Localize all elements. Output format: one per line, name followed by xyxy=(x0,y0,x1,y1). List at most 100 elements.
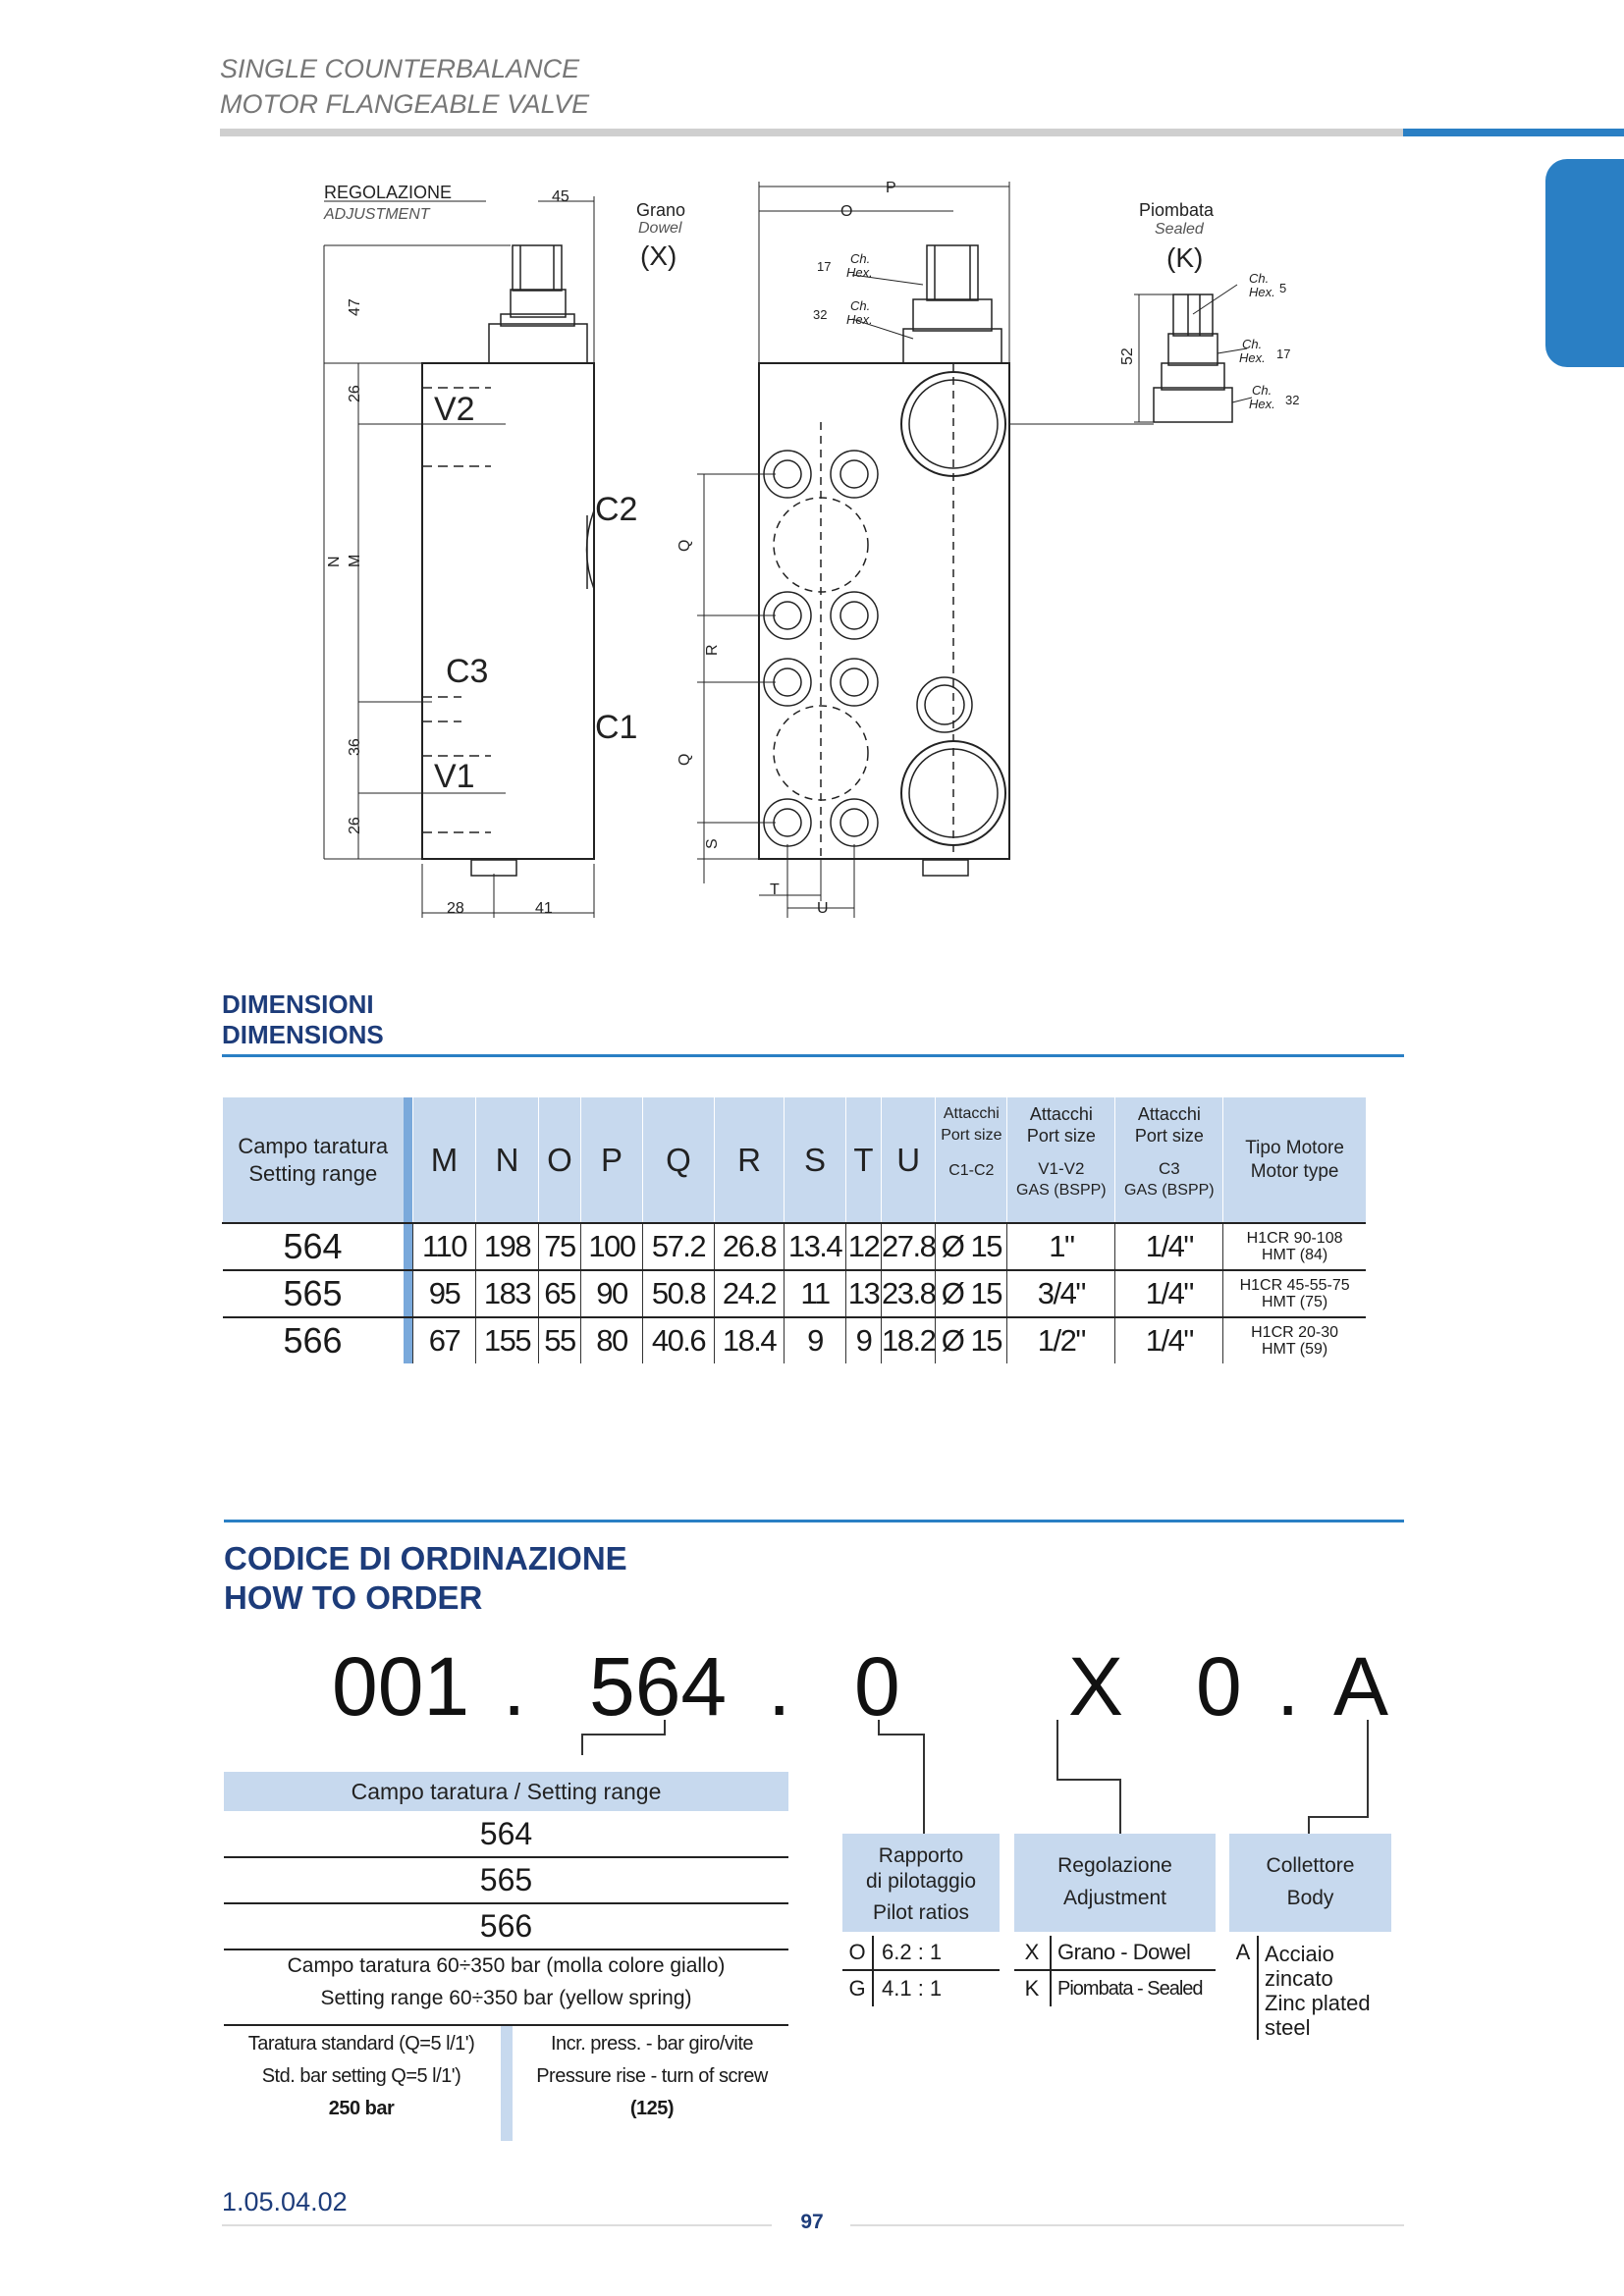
range-note: Campo taratura 60÷350 bar (molla colore … xyxy=(224,1949,788,2014)
adjust-value: Grano - Dowel xyxy=(1057,1940,1191,1964)
dim-o: O xyxy=(840,203,852,220)
header-c3-a: Attacchi xyxy=(1137,1104,1201,1124)
row-range: 565 xyxy=(222,1270,404,1318)
header-v1v2: Attacchi Port size V1-V2 GAS (BSPP) xyxy=(1006,1097,1115,1223)
pressure-rise-it: Incr. press. - bar giro/vite xyxy=(550,2033,754,2055)
label-piombata: Piombata xyxy=(1139,200,1215,220)
cell-c1c2: Ø 15 xyxy=(935,1222,1007,1271)
header-s: S xyxy=(784,1097,846,1223)
connector xyxy=(923,1734,925,1834)
label-adjustment: ADJUSTMENT xyxy=(323,206,431,223)
adjust-value: Piombata - Sealed xyxy=(1057,1978,1204,2000)
order-title: CODICE DI ORDINAZIONE HOW TO ORDER xyxy=(224,1539,627,1618)
screw-nut xyxy=(512,244,563,292)
header-c3-b: Port size xyxy=(1134,1126,1204,1146)
body-box-title: Collettore Body xyxy=(1229,1834,1391,1932)
adjust-key: X xyxy=(1014,1936,1052,1969)
ch-1: Ch. xyxy=(850,251,870,266)
cell-m: 95 xyxy=(412,1270,476,1318)
cell-q: 50.8 xyxy=(642,1270,715,1318)
connector xyxy=(1119,1779,1121,1834)
body-value: Acciaio zincato Zinc plated steel xyxy=(1257,1936,1371,2040)
label-regolazione: REGOLAZIONE xyxy=(324,183,452,202)
dim-45: 45 xyxy=(552,188,569,205)
header-t: T xyxy=(845,1097,882,1223)
ch-2: Ch. xyxy=(850,298,870,313)
std-setting: Taratura standard (Q=5 l/1') Std. bar se… xyxy=(224,2028,499,2125)
header-c3-d: GAS (BSPP) xyxy=(1124,1182,1215,1199)
code-dot-2: . xyxy=(768,1640,791,1733)
dim-q-1: Q xyxy=(677,540,693,552)
dim-26-b: 26 xyxy=(347,817,363,834)
cell-v1v2: 3/4" xyxy=(1006,1270,1115,1318)
body-title-2: Body xyxy=(1286,1887,1334,1909)
cell-s: 11 xyxy=(784,1270,846,1318)
range-divider xyxy=(224,2024,788,2026)
cell-s: 13.4 xyxy=(784,1222,846,1271)
range-box-title: Campo taratura / Setting range xyxy=(224,1772,788,1811)
code-part-range: 564 xyxy=(589,1640,728,1733)
cell-s: 9 xyxy=(784,1317,846,1363)
header-bar xyxy=(403,1097,413,1223)
header-c1c2-a: Attacchi xyxy=(943,1105,1000,1122)
cell-r: 26.8 xyxy=(714,1222,785,1271)
connector xyxy=(581,1734,665,1735)
connector xyxy=(664,1720,666,1735)
header-motor-a: Tipo Motore xyxy=(1245,1137,1344,1158)
table-header-row: Campo taratura Setting range M N O P Q R… xyxy=(222,1097,1366,1223)
cell-q: 40.6 xyxy=(642,1317,715,1363)
order-title-it: CODICE DI ORDINAZIONE xyxy=(224,1540,627,1576)
section-tab xyxy=(1545,159,1624,367)
pressure-rise-value: (125) xyxy=(629,2098,675,2119)
cell-motor-1: H1CR 45-55-75 xyxy=(1239,1277,1350,1294)
header-c3-c: C3 xyxy=(1158,1159,1180,1178)
adjust-title-1: Regolazione xyxy=(1057,1854,1172,1877)
dim-m: M xyxy=(347,555,363,567)
code-dot-1: . xyxy=(503,1640,526,1733)
range-item: 565 xyxy=(224,1858,788,1904)
range-note-en: Setting range 60÷350 bar (yellow spring) xyxy=(320,1987,692,2009)
list-item: K Piombata - Sealed xyxy=(1014,1971,1216,2006)
cell-o: 65 xyxy=(538,1270,581,1318)
screw-base xyxy=(488,323,588,364)
row-range: 566 xyxy=(283,1320,343,1361)
port-v1: V1 xyxy=(434,758,475,795)
table-row: 566 67 155 55 80 40.6 18.4 9 9 18.2 Ø 15… xyxy=(223,1317,1366,1363)
code-part-001: 001 xyxy=(332,1640,470,1733)
header-motor: Tipo Motore Motor type xyxy=(1222,1097,1366,1223)
list-item: O 6.2 : 1 xyxy=(842,1936,1000,1971)
cell-u: 18.2 xyxy=(880,1317,937,1363)
header-rule xyxy=(220,129,1403,136)
body-options: A Acciaio zincato Zinc plated steel xyxy=(1229,1936,1391,2040)
hex-1: Hex. xyxy=(846,265,873,280)
header-v1v2-d: GAS (BSPP) xyxy=(1016,1182,1107,1199)
cell-p: 80 xyxy=(580,1317,643,1363)
cell-motor-2: HMT (75) xyxy=(1261,1294,1328,1310)
code-part-adjust: X xyxy=(1068,1640,1124,1733)
dim-28: 28 xyxy=(447,900,464,917)
header-line2: MOTOR FLANGEABLE VALVE xyxy=(220,89,590,119)
cell-r: 24.2 xyxy=(714,1270,785,1318)
body-key: A xyxy=(1235,1940,1251,1964)
cell-p: 90 xyxy=(580,1270,643,1318)
table-row: 565 95 183 65 90 50.8 24.2 11 13 23.8 Ø … xyxy=(222,1270,1366,1318)
header-range-it: Campo taratura xyxy=(238,1133,389,1158)
row-bar xyxy=(403,1270,413,1318)
code-part-zero: 0 xyxy=(1196,1640,1242,1733)
adjust-box-title: Regolazione Adjustment xyxy=(1014,1834,1216,1932)
pilot-title-2: di pilotaggio xyxy=(865,1870,977,1893)
pilot-title-1: Rapporto xyxy=(878,1844,964,1867)
body-value-1: Acciaio xyxy=(1265,1942,1334,1966)
order-rule xyxy=(224,1520,1404,1522)
body-value-2: zincato xyxy=(1265,1966,1333,1991)
dim-t: T xyxy=(770,881,780,898)
cell-c1c2: Ø 15 xyxy=(935,1270,1007,1318)
ch-5: Ch. xyxy=(1252,383,1272,398)
order-title-en: HOW TO ORDER xyxy=(224,1579,483,1616)
dim-47: 47 xyxy=(347,298,363,316)
adjust-options: X Grano - Dowel K Piombata - Sealed xyxy=(1014,1936,1216,2006)
std-setting-value: 250 bar xyxy=(328,2098,395,2119)
cell-u: 23.8 xyxy=(880,1270,937,1318)
table-row: 564 110 198 75 100 57.2 26.8 13.4 12 27.… xyxy=(222,1222,1366,1271)
